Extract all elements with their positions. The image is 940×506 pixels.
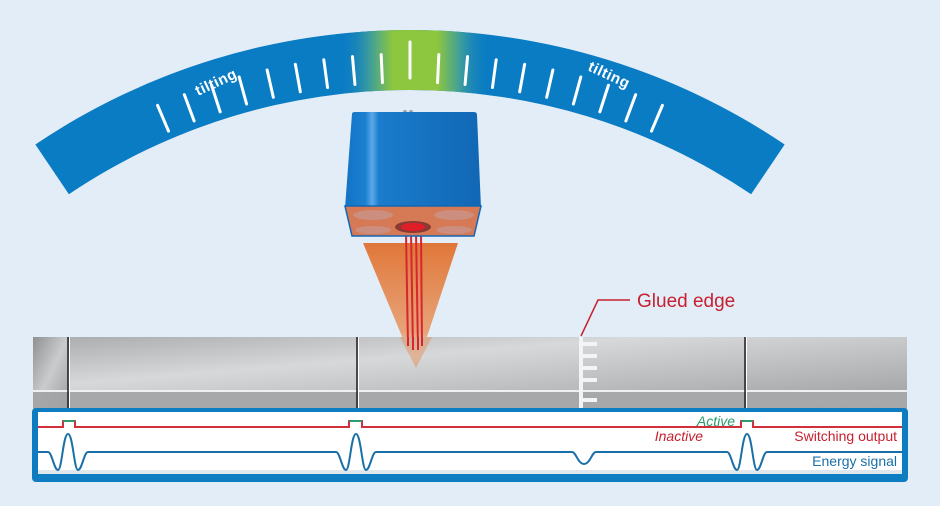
scale-tick xyxy=(379,53,384,85)
sensor-beam xyxy=(363,231,458,370)
light-cone xyxy=(363,243,458,370)
inactive-label: Inactive xyxy=(655,428,703,444)
glued-edge-label: Glued edge xyxy=(637,291,735,312)
lens xyxy=(434,210,474,220)
scale-tick xyxy=(350,55,357,86)
sensor-body xyxy=(345,112,481,208)
scale-tick xyxy=(322,58,330,90)
scale-tick xyxy=(545,68,555,99)
lens xyxy=(355,226,391,234)
scale-tick xyxy=(598,83,610,114)
scale-tick xyxy=(237,75,249,106)
scale-tick xyxy=(624,93,638,123)
emitter xyxy=(401,223,425,231)
scale-tick xyxy=(293,62,302,94)
sensor xyxy=(344,110,482,237)
scale-tick xyxy=(571,75,583,106)
scale-tick xyxy=(182,93,196,123)
plate-lower-edge xyxy=(33,392,907,409)
scale-tick xyxy=(265,68,275,99)
callout-leader xyxy=(580,299,630,337)
laser-lines xyxy=(405,231,423,351)
scale-tick xyxy=(649,103,664,133)
signal-panel-body xyxy=(38,412,902,474)
active-label: Active xyxy=(696,413,735,429)
scale-tick xyxy=(156,103,171,133)
tilt-scale-ticks xyxy=(156,40,664,133)
tilt-scale: tilting tilting xyxy=(35,29,785,195)
lens xyxy=(436,226,472,234)
tilt-scale-band xyxy=(35,29,785,195)
scale-tick xyxy=(463,55,470,86)
scale-tick xyxy=(518,62,527,94)
optimal-zone-highlight xyxy=(340,29,490,100)
lens xyxy=(353,210,393,220)
switching-output-label: Switching output xyxy=(794,428,897,444)
glued-edge xyxy=(579,337,597,409)
scale-tick xyxy=(436,53,441,85)
signal-panel: Active Inactive Switching output Energy … xyxy=(32,408,908,482)
scale-tick xyxy=(210,83,222,114)
energy-signal-trace xyxy=(38,432,902,472)
glued-edge-callout: Glued edge xyxy=(580,291,735,337)
surface-plates xyxy=(33,337,907,409)
energy-signal-label: Energy signal xyxy=(812,453,897,469)
scale-tick xyxy=(490,58,498,90)
